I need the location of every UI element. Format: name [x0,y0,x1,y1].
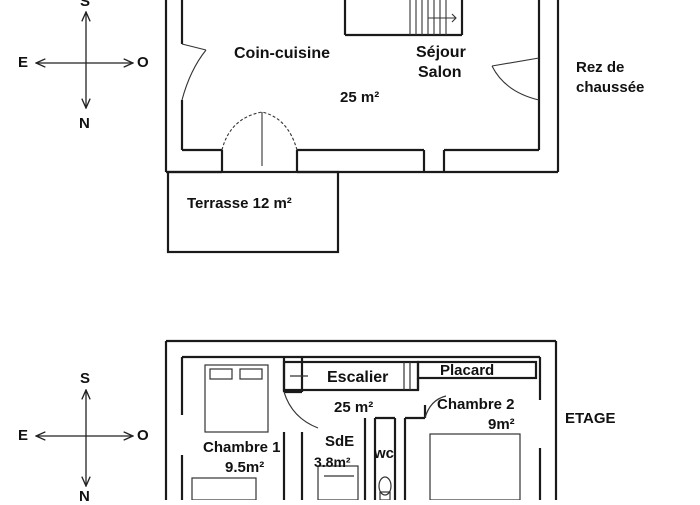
upper-floor-label: ETAGE [565,410,616,427]
closet-label: Placard [440,362,495,379]
bathroom-area-label: 3.8m² [314,454,351,470]
bathroom-label: SdE [325,433,355,450]
kitchen-label: Coin-cuisine [234,45,331,62]
bedroom1-area-label: 9.5m² [225,459,265,476]
ground-area-label: 25 m² [340,89,380,106]
compass-bottom-west-label: O [137,427,149,444]
compass-top-east-label: E [18,54,29,71]
compass-top-north-label: N [79,115,90,132]
ground-door-swings [181,43,540,166]
ground-floor-plan [164,0,560,254]
upper-floor-furniture [191,362,521,500]
compass-top-west-label: O [137,54,149,71]
wc-label: wc [374,445,395,462]
bedroom1-label: Chambre 1 [203,439,281,456]
compass-bottom [36,390,133,486]
compass-bottom-north-label: N [79,488,90,505]
bedroom2-area-label: 9m² [488,416,515,433]
compass-top-south-label: S [80,0,91,10]
living-label-line-2: Salon [418,64,462,81]
compass-bottom-east-label: E [18,427,29,444]
compass-top [36,12,133,108]
hall-area-label: 25 m² [334,399,374,416]
stairs-label: Escalier [327,369,389,386]
compass-bottom-south-label: S [80,370,91,387]
upper-floor-plan [164,339,558,500]
ground-stairs-treads [409,0,457,35]
ground-floor-label-line-1: Rez de [576,59,625,76]
living-label-line-1: Séjour [416,44,466,61]
bedroom2-label: Chambre 2 [437,396,515,413]
ground-floor-label-line-2: chaussée [576,79,645,96]
terrace-label: Terrasse 12 m² [187,195,292,212]
